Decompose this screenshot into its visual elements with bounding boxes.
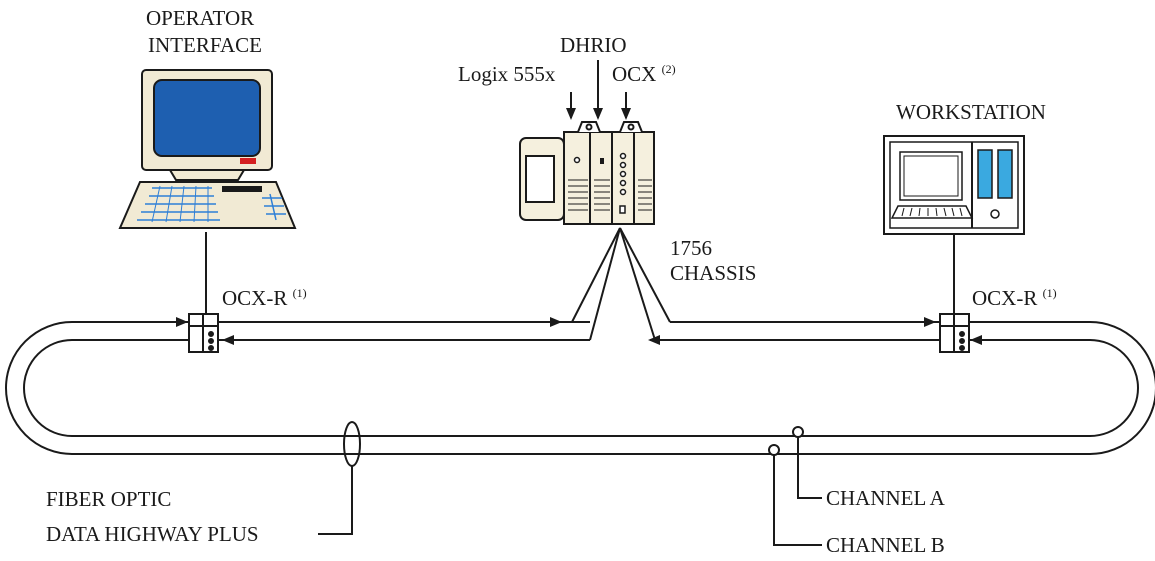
ocx-note: (2) <box>661 62 676 76</box>
plc-chassis-icon <box>519 121 655 225</box>
chassis-label-line2: CHASSIS <box>670 261 757 285</box>
ocx-r-connector-left-icon <box>188 313 219 353</box>
ocx-r-left-note: (1) <box>292 286 307 300</box>
ocx-r-left-text: OCX-R <box>222 286 288 310</box>
fiber-label-line1: FIBER OPTIC <box>46 487 172 511</box>
ocx-r-right-text: OCX-R <box>972 286 1038 310</box>
channel-a-callout <box>797 437 822 499</box>
ring-arrows <box>140 317 1020 345</box>
operator-label-line1: OPERATOR <box>146 6 255 30</box>
ocx-r-right-label: OCX-R (1) <box>972 286 1057 310</box>
chassis-feed-lines <box>571 227 671 341</box>
channel-a-label: CHANNEL A <box>826 486 945 510</box>
channel-b-callout <box>773 455 822 546</box>
fiber-callout <box>318 466 353 535</box>
operator-label-line2: INTERFACE <box>148 33 262 57</box>
ocx-label: OCX (2) <box>612 62 676 86</box>
workstation-label: WORKSTATION <box>896 100 1046 124</box>
chassis-label-line1: 1756 <box>670 236 712 260</box>
channel-b-label: CHANNEL B <box>826 533 945 557</box>
ring-outer-loop <box>5 321 1155 455</box>
ocx-r-right-note: (1) <box>1042 286 1057 300</box>
fiber-ring <box>5 321 1155 455</box>
dhrio-label: DHRIO <box>560 33 627 57</box>
ocx-r-connector-right-icon <box>939 313 970 353</box>
callout-lines <box>318 426 822 546</box>
chassis-input-arrows <box>566 60 631 120</box>
cable-bundle-marker <box>343 421 361 467</box>
logix-label: Logix 555x <box>458 62 556 86</box>
ocx-r-left-label: OCX-R (1) <box>222 286 307 310</box>
workstation-icon <box>883 135 1025 235</box>
computer-icon <box>118 69 297 229</box>
ring-inner-loop <box>23 339 1139 437</box>
ocx-text: OCX <box>612 62 657 86</box>
fiber-label-line2: DATA HIGHWAY PLUS <box>46 522 259 546</box>
